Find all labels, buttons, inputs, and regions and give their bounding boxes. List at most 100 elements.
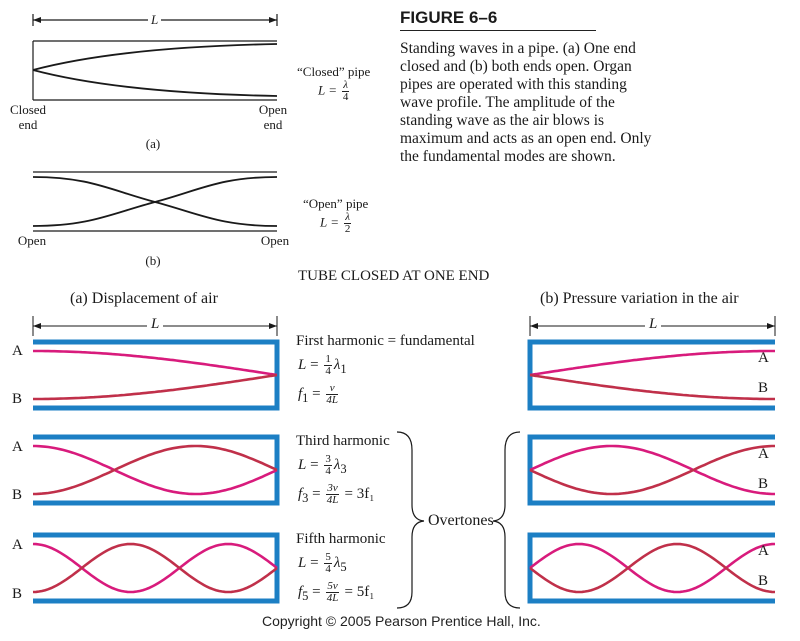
pressure-wave-b-harmonic-3	[529, 444, 775, 496]
tube-third-harmonic-right	[527, 434, 775, 506]
top-pipe-a	[32, 14, 278, 101]
displacement-wave-a-harmonic-1	[33, 349, 278, 377]
pressure-wave-a-harmonic-3	[529, 444, 775, 496]
displacement-wave-a-harmonic-3	[33, 444, 278, 496]
label-b-first-right: B	[758, 380, 769, 396]
open-pipe-label: “Open” pipe	[303, 196, 369, 211]
fifth-f-sym: f	[298, 583, 303, 600]
open-pipe-eq-num: λ	[344, 211, 352, 224]
displacement-wave-b-harmonic-5	[32, 542, 278, 594]
wave-upper	[32, 43, 278, 71]
first-f-sub: 1	[302, 390, 309, 405]
wave-lower	[32, 69, 278, 97]
label-b-fifth-right: B	[758, 573, 769, 589]
left-length-label: L	[147, 316, 164, 333]
label-a-first-right: A	[758, 350, 769, 366]
label-b-fifth-left: B	[12, 586, 23, 602]
fifth-f-num: 5v	[326, 580, 339, 593]
third-f-num: 3v	[326, 482, 339, 495]
fifth-l-den: 4	[325, 563, 331, 575]
first-l-den: 4	[325, 365, 331, 377]
right-brace	[492, 431, 521, 609]
third-l-sym: λ	[333, 456, 341, 473]
closed-pipe-eq-lhs: L =	[318, 82, 338, 98]
first-harmonic-name: First harmonic = fundamental	[296, 333, 475, 349]
top-length-label: L	[148, 12, 162, 28]
closed-end-label: Closed end	[9, 102, 47, 132]
pressure-wave-b-harmonic-1	[529, 373, 775, 401]
first-f-sym: f	[298, 385, 303, 402]
open-left-label: Open	[17, 233, 47, 248]
copyright-notice: Copyright © 2005 Pearson Prentice Hall, …	[262, 613, 541, 629]
tube-third-harmonic-left	[33, 434, 280, 506]
third-f-tail: = 3f₁	[344, 485, 375, 502]
first-l-sym: λ	[333, 356, 341, 373]
label-a-third-right: A	[758, 446, 769, 462]
standing-waves	[32, 349, 776, 594]
pressure-wave-a-harmonic-1	[529, 349, 775, 377]
first-f-den: 4L	[326, 394, 339, 406]
displacement-wave-a-harmonic-5	[32, 542, 278, 594]
right-heading: (b) Pressure variation in the air	[540, 290, 739, 307]
pressure-wave-b-harmonic-5	[529, 542, 776, 594]
displacement-wave-b-harmonic-1	[33, 373, 278, 401]
top-pipe-b	[32, 171, 278, 232]
open-end-label: Open end	[258, 102, 288, 132]
left-brace	[396, 431, 425, 609]
third-l-den: 4	[325, 465, 331, 477]
open-right-label: Open	[260, 233, 290, 248]
fifth-harmonic-name: Fifth harmonic	[296, 531, 386, 547]
third-f-sym: f	[298, 485, 303, 502]
fifth-f-sub: 5	[302, 588, 309, 603]
pressure-wave-a-harmonic-5	[529, 542, 776, 594]
fifth-f-den: 4L	[326, 592, 339, 604]
first-f-num: v	[326, 383, 339, 395]
displacement-wave-b-harmonic-3	[33, 444, 278, 496]
closed-pipe-label: “Closed” pipe	[297, 64, 371, 79]
fifth-l-num: 5	[324, 551, 332, 564]
figure-title: FIGURE 6–6	[400, 8, 596, 31]
wave-up	[32, 176, 278, 227]
first-l-num: 1	[324, 353, 332, 366]
right-length-label: L	[645, 316, 662, 333]
figure-caption: Standing waves in a pipe. (a) One end cl…	[400, 40, 652, 165]
label-a-third-left: A	[12, 439, 23, 455]
bottom-title: TUBE CLOSED AT ONE END	[298, 268, 490, 284]
first-l-sub: 1	[340, 361, 347, 376]
open-pipe-eq-den: 2	[344, 223, 351, 235]
panel-b-label: (b)	[145, 253, 161, 268]
overtones-braces	[396, 431, 521, 609]
fifth-f-tail: = 5f₁	[344, 583, 375, 600]
open-pipe-eq-lhs: L =	[320, 214, 340, 230]
label-a-first-left: A	[12, 343, 23, 359]
third-l-num: 3	[324, 453, 332, 466]
panel-a-label: (a)	[145, 136, 161, 151]
fifth-l-sub: 5	[340, 559, 347, 574]
label-a-fifth-left: A	[12, 537, 23, 553]
overtones-label: Overtones	[428, 512, 494, 529]
third-l-sub: 3	[340, 461, 347, 476]
fifth-l-sym: λ	[333, 554, 341, 571]
label-b-third-left: B	[12, 487, 23, 503]
left-heading: (a) Displacement of air	[70, 290, 218, 307]
label-a-fifth-right: A	[758, 543, 769, 559]
third-f-den: 4L	[326, 494, 339, 506]
closed-pipe-eq-den: 4	[342, 91, 349, 103]
third-harmonic-name: Third harmonic	[296, 433, 390, 449]
label-b-first-left: B	[12, 391, 23, 407]
label-b-third-right: B	[758, 476, 769, 492]
closed-pipe-eq-num: λ	[342, 79, 350, 92]
third-f-sub: 3	[302, 490, 309, 505]
